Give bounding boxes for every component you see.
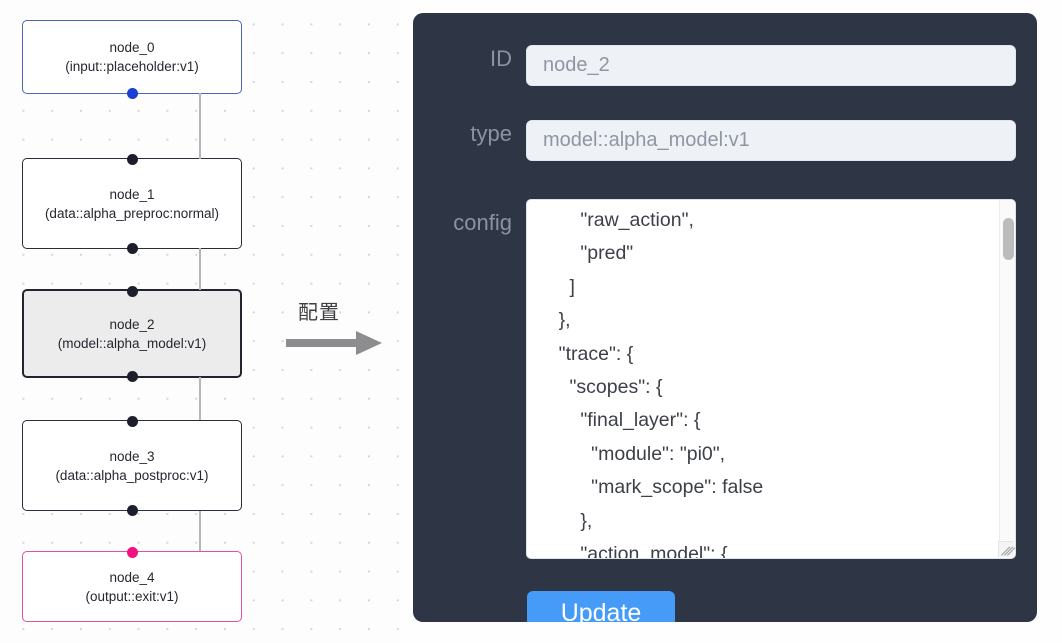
update-button[interactable]: Update bbox=[527, 591, 675, 622]
config-field-label: config bbox=[453, 210, 512, 235]
node-handle-source[interactable] bbox=[126, 370, 138, 382]
node-handle-target[interactable] bbox=[126, 546, 138, 558]
node-node_3[interactable]: node_3 (data::alpha_postproc:v1) bbox=[22, 415, 242, 516]
type-field-label: type bbox=[470, 121, 512, 146]
node-handle-source[interactable] bbox=[126, 87, 138, 99]
id-input[interactable]: node_2 bbox=[526, 45, 1016, 86]
field-row-id: ID node_2 bbox=[413, 45, 1037, 86]
resize-grip-icon[interactable] bbox=[998, 541, 1015, 557]
node-type-label: (output::exit:v1) bbox=[85, 588, 179, 604]
edge-node0-node1 bbox=[199, 93, 201, 159]
config-scrollbar[interactable] bbox=[999, 200, 1015, 542]
node-node_0[interactable]: node_0 (input::placeholder:v1) bbox=[22, 20, 242, 99]
node-id-label: node_2 bbox=[109, 316, 155, 332]
node-handle-target[interactable] bbox=[126, 415, 138, 427]
node-id-label: node_4 bbox=[109, 569, 155, 585]
right-arrow-icon bbox=[286, 331, 382, 355]
node-node_1[interactable]: node_1 (data::alpha_preproc:normal) bbox=[22, 153, 242, 254]
node-id-label: node_3 bbox=[109, 448, 155, 464]
annotation-group: 配置 bbox=[286, 296, 396, 357]
node-node_4[interactable]: node_4 (output::exit:v1) bbox=[22, 546, 242, 622]
node-node_2[interactable]: node_2 (model::alpha_model:v1) bbox=[22, 285, 242, 382]
node-handle-target[interactable] bbox=[126, 285, 138, 297]
id-field-label: ID bbox=[490, 46, 512, 71]
node-handle-source[interactable] bbox=[126, 504, 138, 516]
node-handle-target[interactable] bbox=[126, 153, 138, 165]
field-row-type: type model::alpha_model:v1 bbox=[413, 120, 1037, 161]
node-type-label: (input::placeholder:v1) bbox=[65, 59, 199, 74]
annotation-label: 配置 bbox=[298, 300, 340, 324]
node-type-label: (data::alpha_postproc:v1) bbox=[55, 467, 209, 483]
node-id-label: node_0 bbox=[109, 40, 155, 55]
config-textarea-content[interactable]: "raw_action", "pred" ] }, "trace": { "sc… bbox=[558, 209, 764, 558]
node-type-label: (model::alpha_model:v1) bbox=[57, 335, 207, 351]
node-type-label: (data::alpha_preproc:normal) bbox=[44, 205, 220, 221]
edge-node3-node4 bbox=[199, 511, 201, 551]
config-textarea[interactable]: "raw_action", "pred" ] }, "trace": { "sc… bbox=[526, 199, 1016, 559]
node-config-panel: ID node_2 type model::alpha_model:v1 con… bbox=[413, 13, 1037, 622]
node-id-label: node_1 bbox=[109, 186, 155, 202]
config-scrollbar-thumb[interactable] bbox=[1003, 218, 1014, 260]
node-flow-canvas[interactable]: node_0 (input::placeholder:v1) node_1 (d… bbox=[0, 0, 400, 643]
node-handle-source[interactable] bbox=[126, 242, 138, 254]
edge-node1-node2 bbox=[199, 248, 201, 290]
field-row-config: config "raw_action", "pred" ] }, "trace"… bbox=[413, 199, 1037, 559]
edge-node2-node3 bbox=[199, 377, 201, 420]
type-input[interactable]: model::alpha_model:v1 bbox=[526, 120, 1016, 161]
